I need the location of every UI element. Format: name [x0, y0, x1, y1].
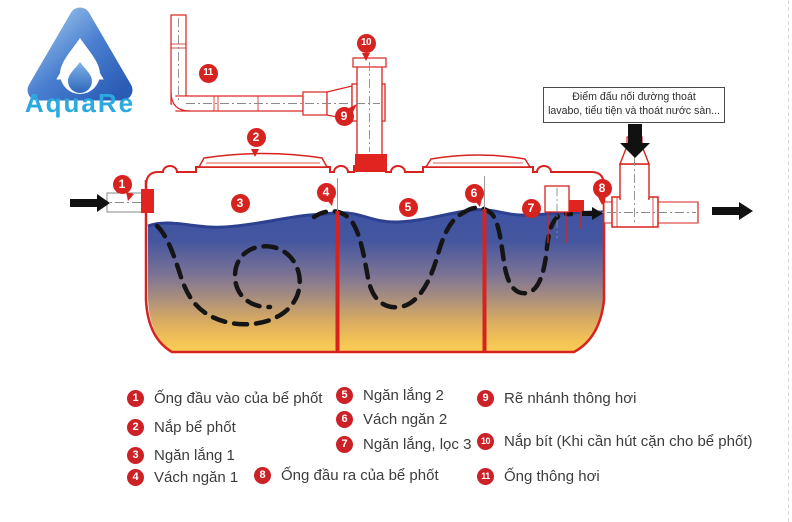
- legend-item-9: 9 Rẽ nhánh thông hơi: [477, 390, 636, 407]
- legend-number-badge: 10: [477, 433, 494, 450]
- page-edge-line: [788, 0, 789, 522]
- tank-water: [147, 208, 604, 352]
- partition-1: [335, 211, 340, 353]
- callout-8: 8: [592, 178, 612, 198]
- callout-1: 1: [112, 174, 132, 194]
- legend-label: Ngăn lắng, lọc 3: [363, 436, 472, 453]
- legend-number-badge: 5: [336, 387, 353, 404]
- flow-chamber-1: [154, 223, 302, 327]
- vent-pipe-assembly: [170, 14, 387, 172]
- legend-item-11: 11 Ống thông hơi: [477, 468, 600, 485]
- legend-label: Nắp bể phốt: [154, 419, 236, 436]
- callout-9: 9: [334, 106, 354, 126]
- partitions: [335, 176, 487, 353]
- legend-item-4: 4 Vách ngăn 1: [127, 469, 238, 486]
- legend-number-badge: 11: [477, 468, 494, 485]
- callout-4: 4: [316, 182, 336, 202]
- callout-11: 11: [198, 63, 218, 83]
- callout-3: 3: [230, 193, 250, 213]
- logo: AquaRe: [6, 4, 154, 126]
- legend-item-7: 7 Ngăn lắng, lọc 3: [336, 436, 471, 453]
- legend-item-1: 1 Ống đầu vào của bể phốt: [127, 390, 322, 407]
- legend-label: Vách ngăn 1: [154, 469, 239, 486]
- tank-lid-1: [197, 152, 329, 168]
- outlet-duct: [544, 185, 584, 243]
- annotation-box: Điểm đấu nối đường thoát lavabo, tiểu ti…: [543, 87, 725, 123]
- callout-10: 10: [356, 33, 376, 53]
- annotation-line-2: lavabo, tiểu tiện và thoát nước sàn...: [548, 105, 720, 117]
- legend-item-6: 6 Vách ngăn 2: [336, 411, 447, 428]
- logo-mark: [27, 7, 133, 101]
- annotation-line-1: Điểm đấu nối đường thoát: [572, 91, 696, 104]
- legend-item-8: 8 Ống đầu ra của bể phốt: [254, 467, 439, 484]
- callout-6: 6: [464, 183, 484, 203]
- inlet-arrow: [70, 194, 110, 212]
- legend-number-badge: 9: [477, 390, 494, 407]
- legend-item-5: 5 Ngăn lắng 2: [336, 387, 444, 404]
- legend-item-3: 3 Ngăn lắng 1: [127, 447, 235, 464]
- brand-name: AquaRe: [24, 88, 136, 118]
- legend-number-badge: 8: [254, 467, 271, 484]
- legend-number-badge: 3: [127, 447, 144, 464]
- legend-number-badge: 1: [127, 390, 144, 407]
- legend-label: Vách ngăn 2: [363, 411, 448, 428]
- annotation-arrow: [620, 124, 650, 158]
- legend-label: Ngăn lắng 2: [363, 387, 444, 404]
- legend-label: Nắp bít (Khi cần hút cặn cho bể phốt): [504, 433, 753, 450]
- callout-5: 5: [398, 197, 418, 217]
- callout-7: 7: [521, 198, 541, 218]
- legend-number-badge: 7: [336, 436, 353, 453]
- flow-chamber-2: [311, 209, 466, 310]
- legend-item-2: 2 Nắp bể phốt: [127, 419, 236, 436]
- callout-2: 2: [246, 127, 266, 147]
- legend-number-badge: 2: [127, 419, 144, 436]
- legend-label: Ống đầu ra của bể phốt: [281, 467, 439, 484]
- legend-label: Ống thông hơi: [504, 468, 600, 485]
- outlet-inner-arrow: [582, 207, 603, 220]
- outlet-arrow: [712, 202, 753, 220]
- flow-arrows: [70, 124, 753, 220]
- legend-item-10: 10 Nắp bít (Khi cần hút cặn cho bể phốt): [477, 433, 753, 450]
- legend-label: Ngăn lắng 1: [154, 447, 235, 464]
- legend-label: Rẽ nhánh thông hơi: [504, 390, 637, 407]
- legend-number-badge: 6: [336, 411, 353, 428]
- tank-lid-2: [424, 154, 532, 168]
- partition-2: [482, 209, 487, 353]
- legend-number-badge: 4: [127, 469, 144, 486]
- legend-label: Ống đầu vào của bể phốt: [154, 390, 323, 407]
